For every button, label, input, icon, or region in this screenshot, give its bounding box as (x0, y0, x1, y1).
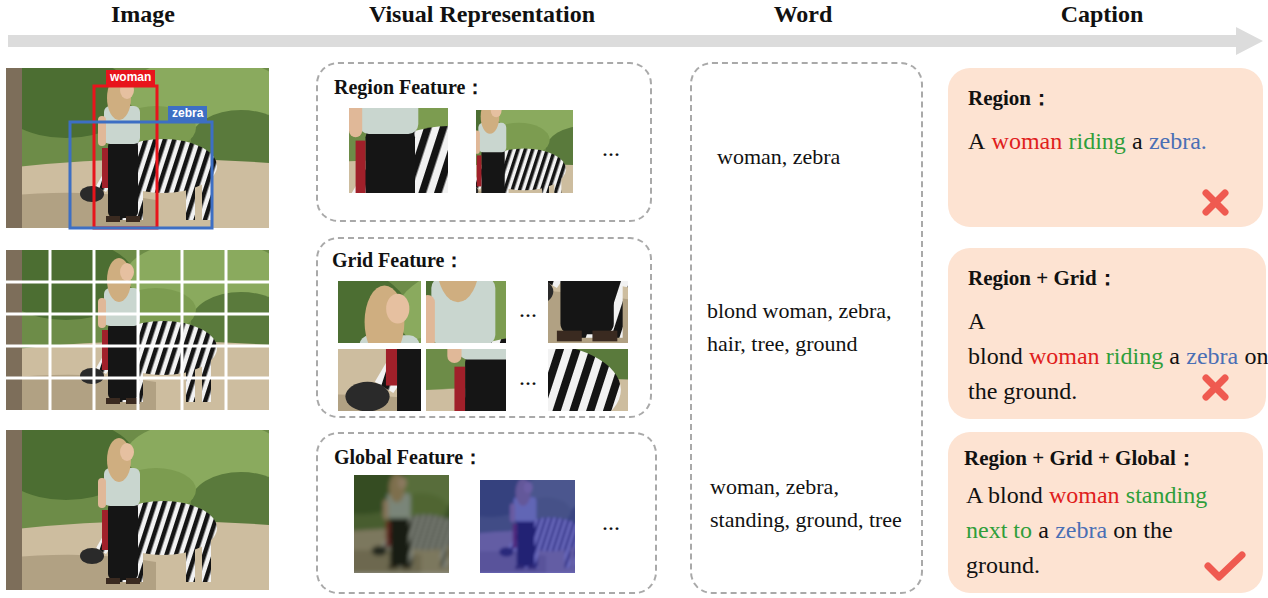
ellipsis: ... (519, 297, 537, 321)
ellipsis: ... (602, 136, 620, 160)
word-box: woman, zebra blond woman, zebra, hair, tr… (690, 62, 923, 594)
photo-region (0, 58, 291, 228)
column-header: Image (43, 1, 243, 28)
feature-thumb (190, 146, 734, 460)
feature-label: Region Feature： (334, 74, 485, 101)
caption-body: Awomanridingazebra. (968, 124, 1248, 159)
caption-word: A (968, 128, 985, 154)
region-box (70, 122, 212, 228)
caption-word: A blond (966, 482, 1043, 508)
caption-heading: Region： (968, 84, 1052, 112)
caption-word: woman (1049, 482, 1120, 508)
caption-box: Region + Grid： A blondwomanridingazebraon… (948, 248, 1266, 419)
photo-global (0, 420, 291, 590)
word-list: woman, zebra (717, 140, 913, 173)
caption-word: zebra (1055, 517, 1107, 543)
caption-heading: Region + Grid： (968, 264, 1118, 292)
feature-label: Global Feature： (334, 444, 483, 471)
caption-body: A blondwomanridingazebraon the ground. (968, 304, 1248, 408)
caption-body: A blondwomanstanding next toazebraon the… (966, 478, 1251, 582)
caption-word: woman (992, 128, 1063, 154)
feature-thumb (228, 198, 752, 500)
caption-word: A blond (968, 308, 1023, 369)
feature-label: Grid Feature： (332, 247, 464, 274)
caption-word: zebra. (1149, 128, 1207, 154)
photo-grid (0, 240, 291, 410)
feature-box: Region Feature：... (316, 62, 652, 222)
region-box (94, 86, 157, 228)
grid-lines (6, 250, 269, 410)
feature-thumb (266, 207, 790, 509)
caption-word: a (1169, 343, 1180, 369)
column-header: Caption (1002, 1, 1202, 28)
feature-thumb (447, 468, 630, 573)
ellipsis: ... (519, 365, 537, 389)
feature-thumb (395, 86, 624, 218)
ellipsis: ... (602, 510, 620, 534)
column-header: Visual Representation (322, 1, 642, 28)
caption-word: a (1038, 517, 1049, 543)
caption-box: Region + Grid + Global： A blondwomanstand… (948, 432, 1263, 593)
caption-word: riding (1106, 343, 1163, 369)
object-tag: woman (106, 70, 155, 85)
caption-word: zebra (1186, 343, 1238, 369)
object-tag: zebra (168, 106, 207, 121)
caption-word: a (1132, 128, 1143, 154)
word-list: blond woman, zebra, hair, tree, ground (707, 294, 903, 360)
caption-word: woman (1029, 343, 1100, 369)
word-list: woman, zebra, standing, ground, tree (710, 470, 906, 536)
timeline-arrow (8, 27, 1263, 55)
caption-heading: Region + Grid + Global： (964, 444, 1197, 472)
column-header: Word (743, 1, 863, 28)
feature-box: Grid Feature：...... (316, 237, 652, 418)
caption-word: riding (1068, 128, 1125, 154)
caption-box: Region： Awomanridingazebra. (948, 68, 1263, 227)
feature-thumb (181, 0, 668, 273)
feature-box: Global Feature：... (316, 432, 657, 594)
